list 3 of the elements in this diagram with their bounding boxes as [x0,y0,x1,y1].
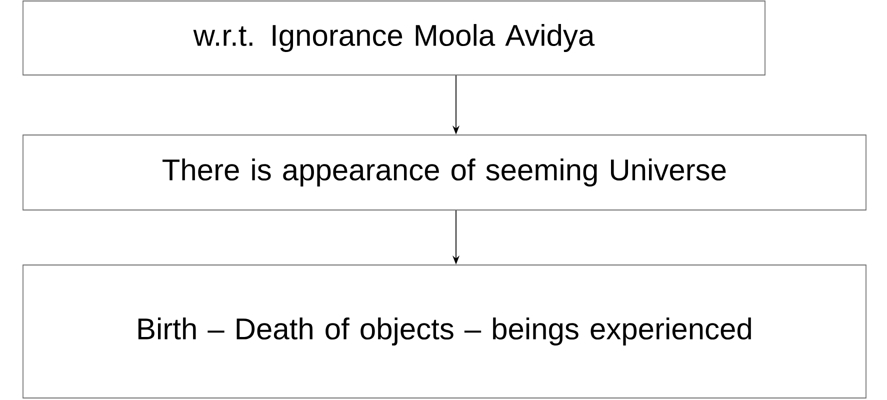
process-box: w.r.t. Ignorance Moola Avidya [22,0,766,76]
process-box: Birth – Death of objects – beings experienced [22,264,866,398]
process-box: There is appearance of seeming Universe [22,134,866,210]
